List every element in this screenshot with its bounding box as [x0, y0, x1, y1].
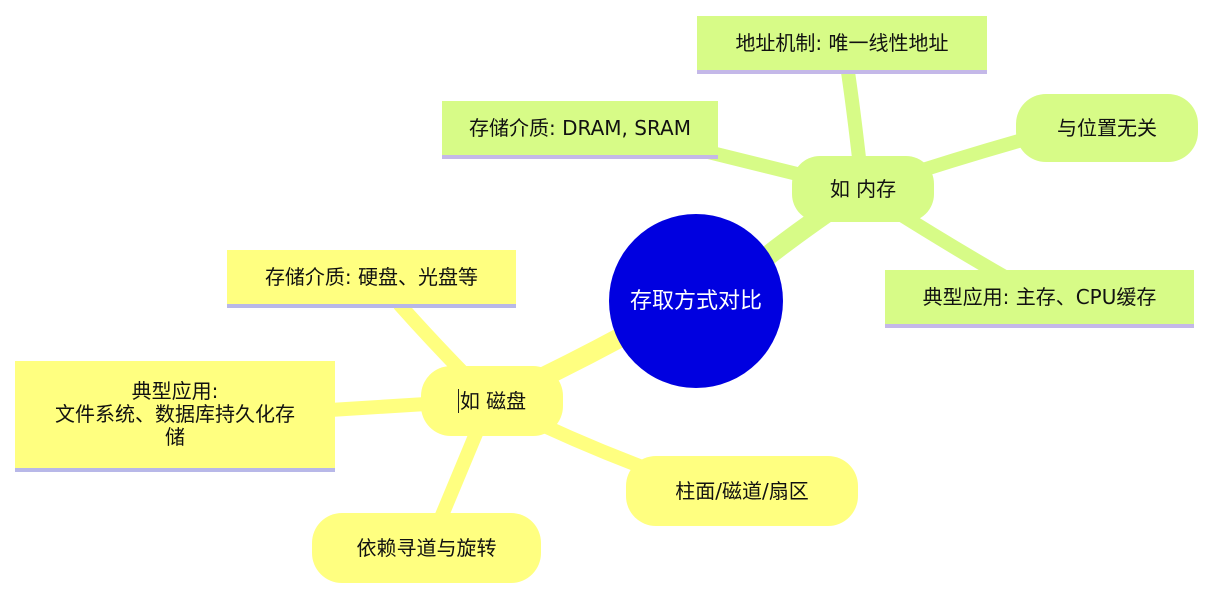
- disk-media-node[interactable]: 存储介质: 硬盘、光盘等: [227, 250, 516, 308]
- disk-geometry-node[interactable]: 柱面/磁道/扇区: [626, 456, 858, 526]
- disk-usage-node[interactable]: 典型应用: 文件系统、数据库持久化存 储: [15, 361, 335, 472]
- ram-usage-node[interactable]: 典型应用: 主存、CPU缓存: [885, 270, 1194, 328]
- branch-disk-label: 如 磁盘: [459, 388, 527, 413]
- center-topic[interactable]: 存取方式对比: [609, 214, 783, 388]
- branch-disk[interactable]: 如 磁盘: [421, 366, 563, 436]
- text-cursor: [457, 389, 459, 413]
- ram-media-node[interactable]: 存储介质: DRAM, SRAM: [442, 101, 718, 159]
- branch-ram[interactable]: 如 内存: [792, 156, 934, 222]
- ram-address-node[interactable]: 地址机制: 唯一线性地址: [697, 16, 987, 74]
- disk-seek-node[interactable]: 依赖寻道与旋转: [312, 513, 541, 583]
- ram-position-node[interactable]: 与位置无关: [1016, 94, 1198, 162]
